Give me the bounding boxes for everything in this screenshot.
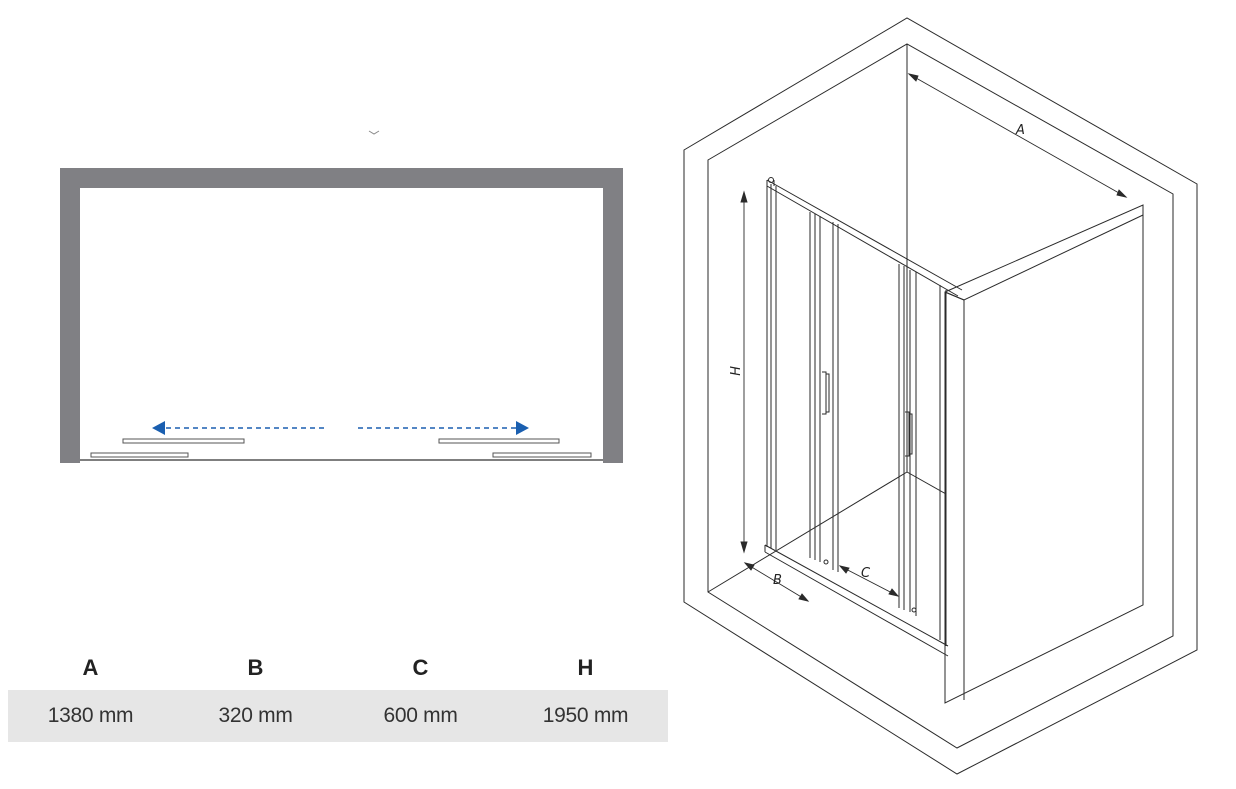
header-a: A (82, 655, 99, 680)
iso-label-a: A (1015, 123, 1025, 138)
iso-left-sliding-door (809, 212, 821, 562)
header-h: H (577, 655, 594, 680)
iso-top-rail (766, 179, 963, 297)
iso-bottom-rail (764, 544, 949, 657)
iso-left-profile (766, 180, 777, 550)
plan-right-fixed-panel (492, 452, 592, 458)
dimensions-table: A B C H 1380 mm 320 mm 600 mm 1950 mm (8, 646, 668, 742)
plan-right-wall (603, 168, 623, 463)
header-b: B (247, 655, 264, 680)
iso-right-sliding-door (898, 264, 911, 612)
value-b: 320 mm (218, 704, 293, 727)
iso-top-rail-cap (768, 177, 774, 183)
dimensions-value-row: 1380 mm 320 mm 600 mm 1950 mm (8, 690, 668, 742)
iso-outer-wall-outline (683, 17, 1198, 775)
iso-left-roller (823, 559, 829, 565)
plan-right-sliding-panel (438, 438, 560, 444)
iso-label-b: B (773, 573, 782, 588)
iso-dimension-c (838, 565, 900, 597)
plan-left-sliding-panel (122, 438, 245, 444)
iso-dimension-h (740, 190, 748, 554)
iso-dimension-b (743, 562, 810, 602)
iso-right-roller (911, 607, 917, 613)
iso-right-return-cap (944, 214, 1144, 301)
sliding-right-arrow-icon (358, 421, 529, 435)
value-c: 600 mm (383, 704, 458, 727)
iso-floor-left-edge (707, 471, 908, 593)
iso-right-return-wall (944, 204, 1144, 704)
plan-top-mark (368, 130, 380, 135)
iso-label-h: H (726, 366, 741, 376)
iso-dimension-a (907, 73, 1128, 198)
iso-label-c: C (861, 566, 871, 581)
plan-left-fixed-panel (90, 452, 189, 458)
iso-right-handle (905, 411, 913, 457)
plan-left-wall (60, 168, 80, 463)
plan-back-wall (60, 168, 623, 188)
sliding-left-arrow-icon (152, 421, 324, 435)
header-c: C (412, 655, 429, 680)
dimensions-header-row: A B C H (8, 646, 668, 690)
iso-left-handle (822, 371, 830, 415)
iso-right-profile (915, 272, 947, 646)
iso-middle-divider (832, 222, 839, 572)
value-h: 1950 mm (542, 704, 629, 727)
value-a: 1380 mm (47, 704, 134, 727)
